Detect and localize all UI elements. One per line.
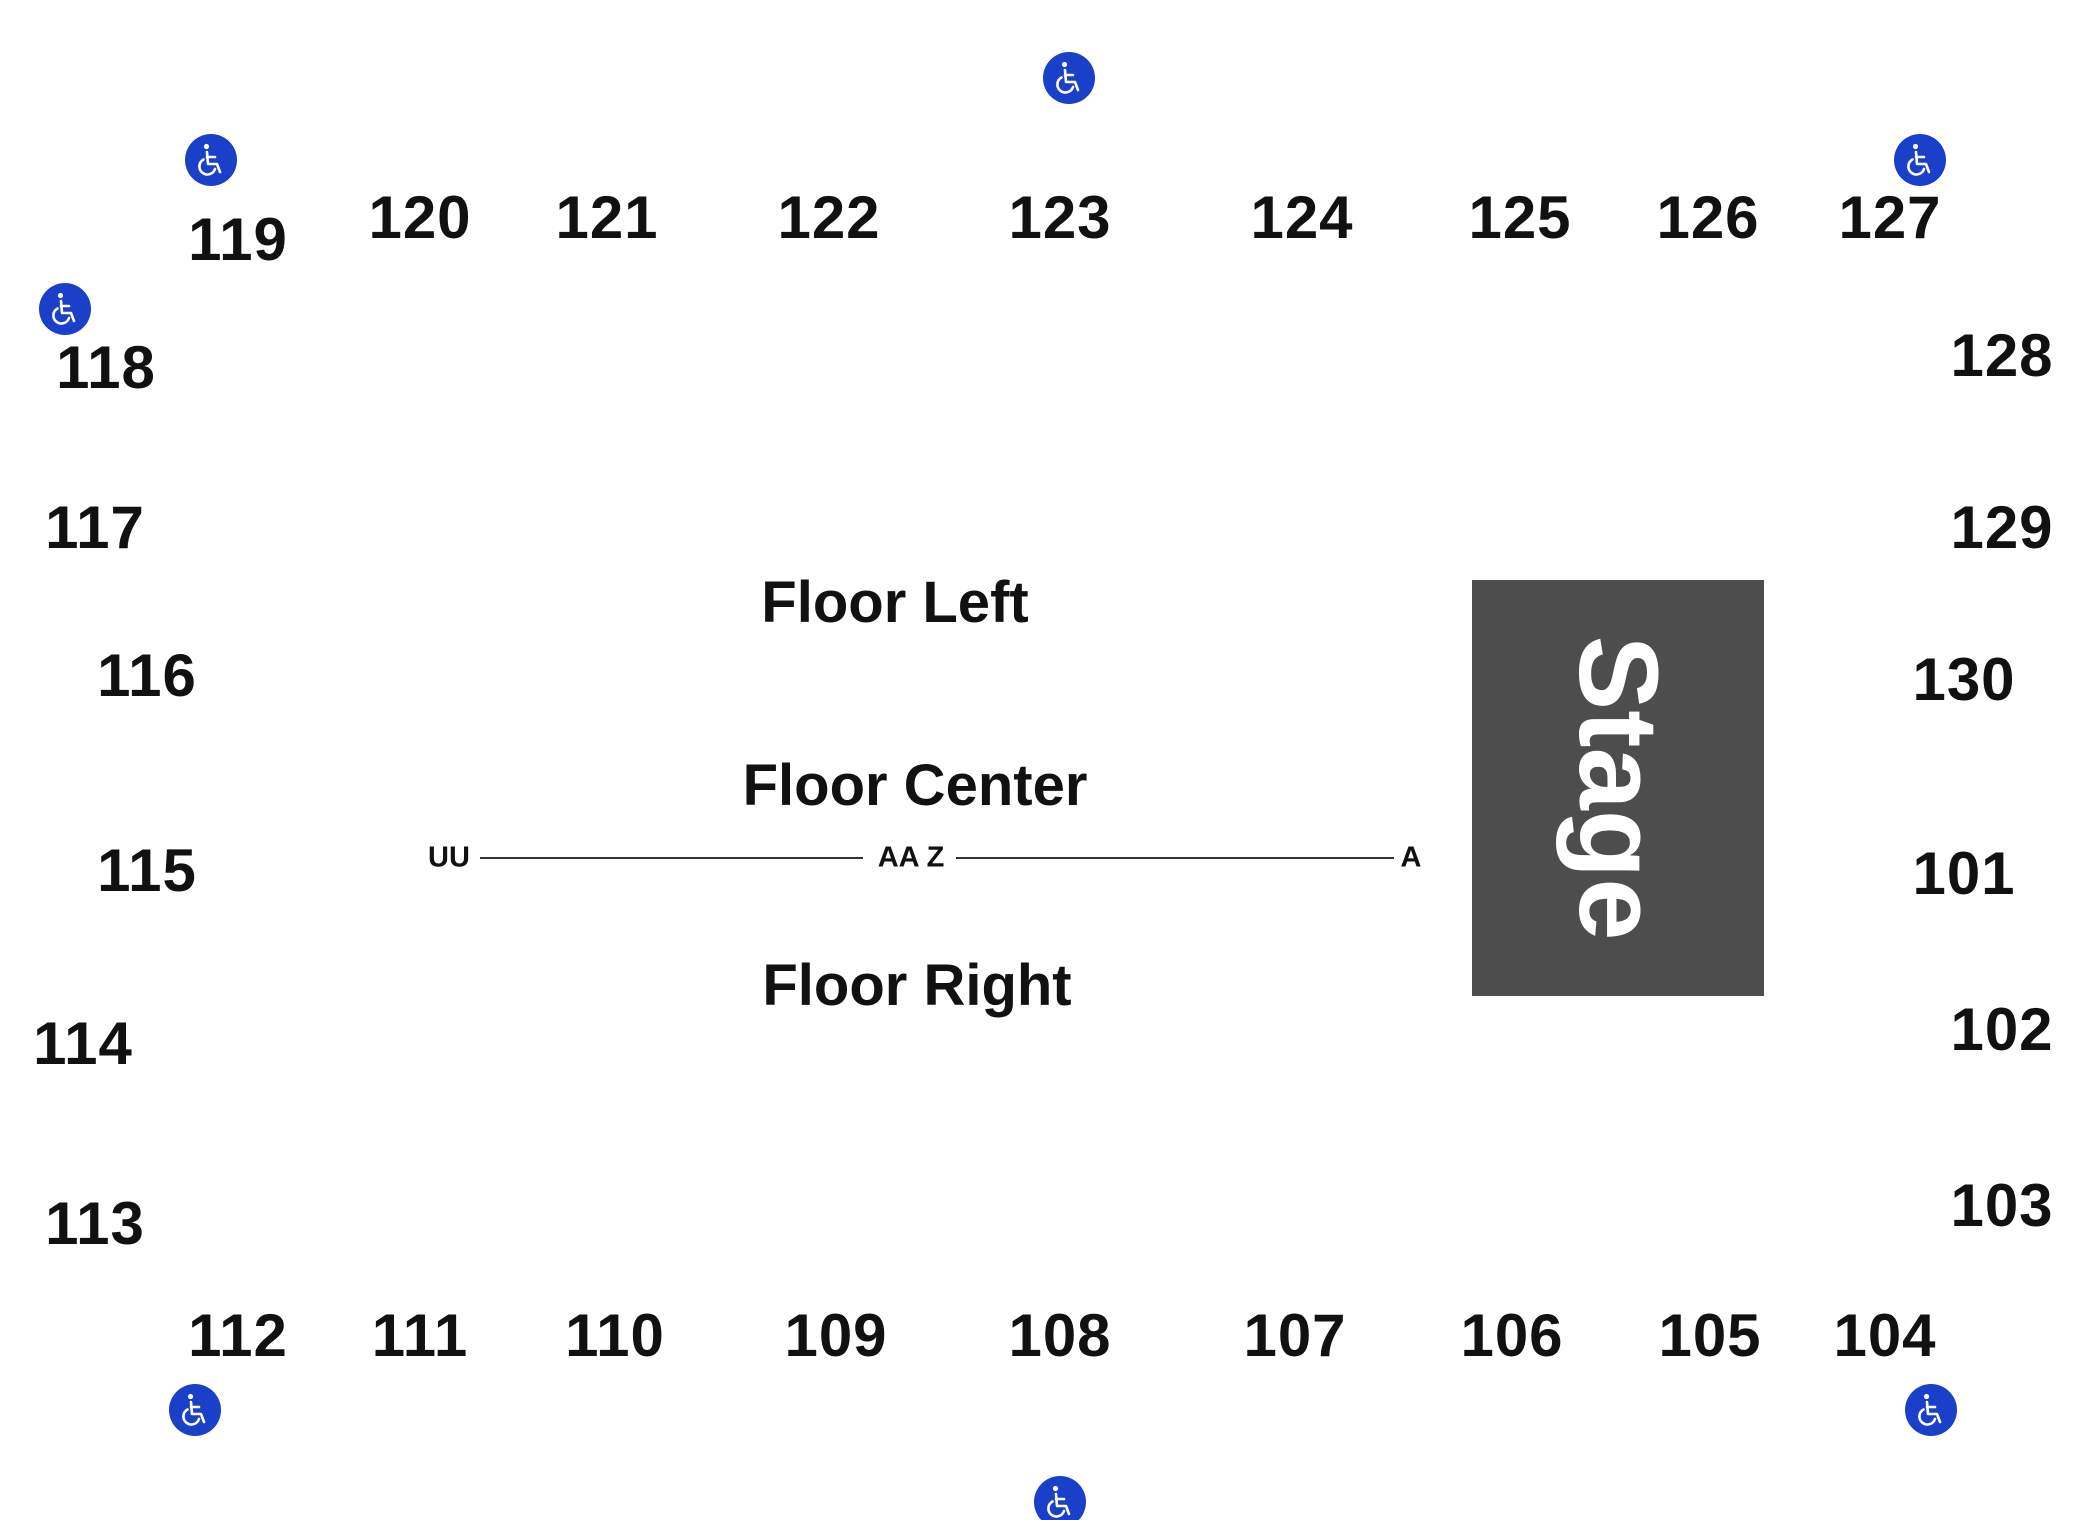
section-128[interactable]: 128 (1950, 322, 2054, 389)
section-121[interactable]: 121 (555, 184, 659, 251)
section-109[interactable]: 109 (784, 1302, 888, 1369)
section-113[interactable]: 113 (45, 1190, 145, 1257)
section-104[interactable]: 104 (1833, 1302, 1937, 1369)
row-divider-front (956, 857, 1394, 859)
section-122[interactable]: 122 (777, 184, 881, 251)
row-divider-back (480, 857, 863, 859)
row-label-front: A (1400, 841, 1422, 874)
row-label-back: UU (428, 841, 470, 874)
section-123[interactable]: 123 (1008, 184, 1112, 251)
section-127[interactable]: 127 (1838, 184, 1942, 251)
section-115[interactable]: 115 (97, 837, 197, 904)
floor-right-section[interactable]: Floor Right (762, 953, 1072, 1018)
section-111[interactable]: 111 (371, 1302, 469, 1369)
section-119[interactable]: 119 (188, 206, 288, 273)
wheelchair-icon[interactable] (38, 282, 92, 336)
stage: Stage (1472, 580, 1764, 996)
section-114[interactable]: 114 (33, 1010, 133, 1077)
section-112[interactable]: 112 (188, 1302, 288, 1369)
floor-left-section[interactable]: Floor Left (761, 570, 1029, 635)
section-105[interactable]: 105 (1658, 1302, 1762, 1369)
section-125[interactable]: 125 (1468, 184, 1572, 251)
wheelchair-icon[interactable] (184, 133, 238, 187)
section-110[interactable]: 110 (565, 1302, 665, 1369)
section-116[interactable]: 116 (97, 642, 197, 709)
wheelchair-icon[interactable] (1042, 51, 1096, 105)
stage-label: Stage (1556, 635, 1681, 941)
section-124[interactable]: 124 (1250, 184, 1354, 251)
section-101[interactable]: 101 (1912, 840, 2016, 907)
section-102[interactable]: 102 (1950, 996, 2054, 1063)
section-106[interactable]: 106 (1460, 1302, 1564, 1369)
section-118[interactable]: 118 (56, 334, 156, 401)
row-label-middle: AA Z (877, 841, 945, 874)
section-120[interactable]: 120 (368, 184, 472, 251)
wheelchair-icon[interactable] (1033, 1475, 1087, 1520)
section-107[interactable]: 107 (1243, 1302, 1347, 1369)
section-130[interactable]: 130 (1912, 646, 2016, 713)
section-103[interactable]: 103 (1950, 1172, 2054, 1239)
wheelchair-icon[interactable] (1904, 1383, 1958, 1437)
section-129[interactable]: 129 (1950, 494, 2054, 561)
section-117[interactable]: 117 (45, 494, 145, 561)
wheelchair-icon[interactable] (1893, 133, 1947, 187)
section-108[interactable]: 108 (1008, 1302, 1112, 1369)
floor-center-section[interactable]: Floor Center (742, 753, 1088, 818)
wheelchair-icon[interactable] (168, 1383, 222, 1437)
section-126[interactable]: 126 (1656, 184, 1760, 251)
